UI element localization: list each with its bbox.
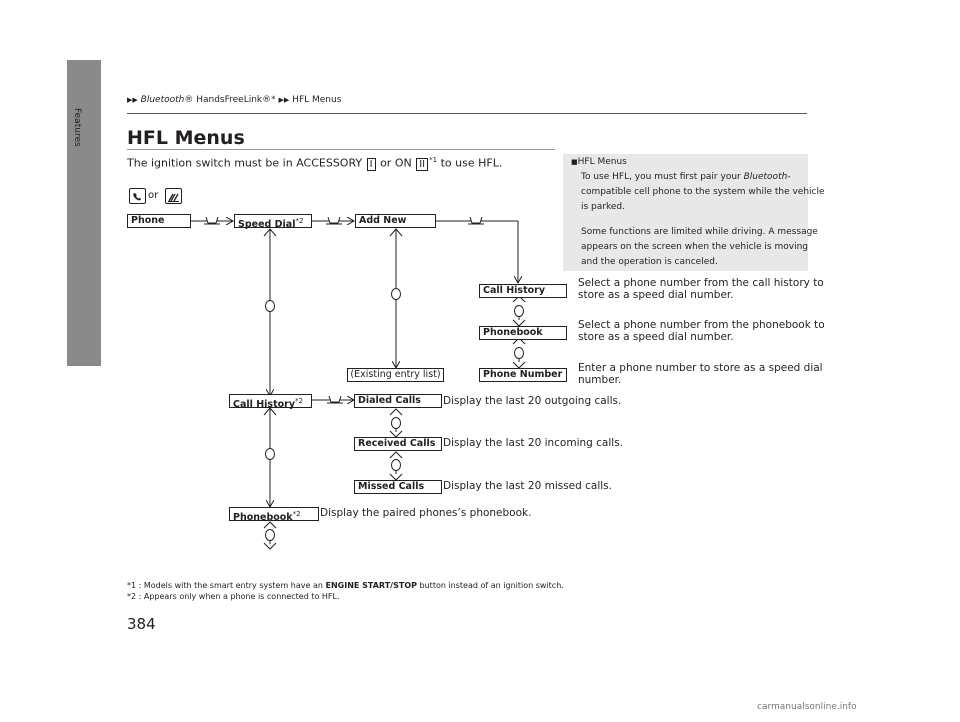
note-line: appears on the screen when the vehicle i…: [581, 242, 809, 252]
desc-missed-calls: Display the last 20 missed calls.: [443, 480, 612, 492]
menu-call-history: Call History*2: [229, 394, 312, 410]
watermark: carmanualsonline.info: [757, 702, 857, 712]
desc-phone-number: Enter a phone number to store as a speed…: [578, 362, 823, 386]
rotate-icon: [391, 417, 401, 429]
menu-received-calls: Received Calls: [354, 437, 442, 451]
desc-received-calls: Display the last 20 incoming calls.: [443, 437, 624, 449]
breadcrumb-item-handsfreelink: ® HandsFreeLink®*: [184, 95, 276, 105]
title-rule: [127, 149, 555, 150]
note-line: To use HFL, you must first pair your Blu…: [581, 172, 791, 182]
rotate-icon: [391, 288, 401, 300]
rotate-icon: [391, 459, 401, 471]
desc-call-history: Select a phone number from the call hist…: [578, 277, 824, 301]
desc-phonebook-sub: Select a phone number from the phonebook…: [578, 319, 825, 343]
knob-icon: [204, 216, 220, 225]
rotate-icon: [265, 529, 275, 541]
rotate-icon: [265, 448, 275, 460]
note-line: Some functions are limited while driving…: [581, 227, 818, 237]
breadcrumb: ▶▶ Bluetooth® HandsFreeLink®* ▶▶ HFL Men…: [127, 95, 341, 105]
note-title: ■HFL Menus: [571, 157, 627, 167]
talk-button-icon: [165, 188, 182, 204]
menu-dialed-calls: Dialed Calls: [354, 394, 442, 408]
note-line: and the operation is canceled.: [581, 257, 718, 267]
ignition-key-accessory: I: [366, 157, 376, 171]
menu-speed-dial: Speed Dial*2: [234, 214, 312, 230]
breadcrumb-item-bluetooth: Bluetooth: [140, 95, 185, 105]
note-line: is parked.: [581, 202, 625, 212]
menu-phonebook: Phonebook*2: [229, 507, 319, 523]
breadcrumb-arrow-icon: ▶▶: [127, 96, 138, 104]
breadcrumb-item-hfl-menus: HFL Menus: [292, 95, 342, 105]
ignition-key-on: II: [416, 157, 429, 171]
desc-dialed-calls: Display the last 20 outgoing calls.: [443, 395, 622, 407]
or-text: or: [148, 190, 159, 201]
rotate-icon: [514, 347, 524, 359]
menu-existing-entry-list: (Existing entry list): [347, 368, 444, 382]
rotate-icon: [265, 300, 275, 312]
menu-call-history-sub: Call History: [479, 284, 567, 298]
section-tab: [67, 60, 101, 366]
rotate-icon: [514, 305, 524, 317]
note-icon: ■: [571, 158, 578, 166]
phone-button-icon: [129, 188, 146, 204]
footnote-2: *2 : Appears only when a phone is connec…: [127, 592, 340, 601]
page-number: 384: [127, 615, 156, 633]
header-rule: [127, 113, 807, 114]
knob-icon: [468, 216, 484, 225]
menu-phone-number: Phone Number: [479, 368, 567, 382]
note-box: [563, 154, 808, 271]
breadcrumb-arrow-icon: ▶▶: [278, 96, 290, 104]
knob-icon: [326, 216, 342, 225]
note-line: compatible cell phone to the system whil…: [581, 187, 825, 197]
menu-add-new: Add New: [355, 214, 436, 228]
desc-phonebook: Display the paired phones’s phonebook.: [320, 507, 532, 519]
knob-icon: [327, 395, 343, 404]
menu-missed-calls: Missed Calls: [354, 480, 442, 494]
footnote-1: *1 : Models with the smart entry system …: [127, 581, 564, 590]
menu-phone: Phone: [127, 214, 191, 228]
page-title: HFL Menus: [127, 127, 245, 149]
intro-text: The ignition switch must be in ACCESSORY…: [127, 156, 503, 171]
menu-phonebook-sub: Phonebook: [479, 326, 567, 340]
